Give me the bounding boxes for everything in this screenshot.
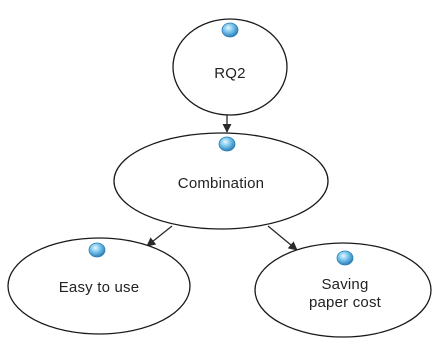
node-easy-to-use[interactable]: Easy to use — [7, 237, 191, 335]
edge-combination-to-saving — [267, 225, 298, 251]
node-saving-paper-cost-shape — [254, 242, 432, 338]
node-combination[interactable]: Combination — [113, 132, 329, 230]
blue-bubble-icon — [218, 136, 236, 152]
node-easy-to-use-shape — [7, 237, 191, 335]
node-saving-label-line2: paper cost — [309, 294, 382, 311]
edges — [146, 114, 298, 251]
node-combination-shape — [113, 132, 329, 230]
edge-combination-to-easy — [146, 225, 173, 247]
blue-bubble-icon — [88, 242, 106, 258]
node-combination-label: Combination — [178, 175, 264, 192]
blue-bubble-icon — [221, 22, 239, 38]
node-saving-label-line1: Saving — [321, 276, 368, 293]
node-rq2-shape — [172, 18, 288, 116]
node-rq2-label: RQ2 — [214, 65, 245, 82]
node-rq2[interactable]: RQ2 — [172, 18, 288, 116]
blue-bubble-icon — [336, 250, 354, 266]
node-saving-paper-cost[interactable]: Saving paper cost — [254, 242, 432, 338]
node-easy-to-use-label: Easy to use — [59, 279, 140, 296]
